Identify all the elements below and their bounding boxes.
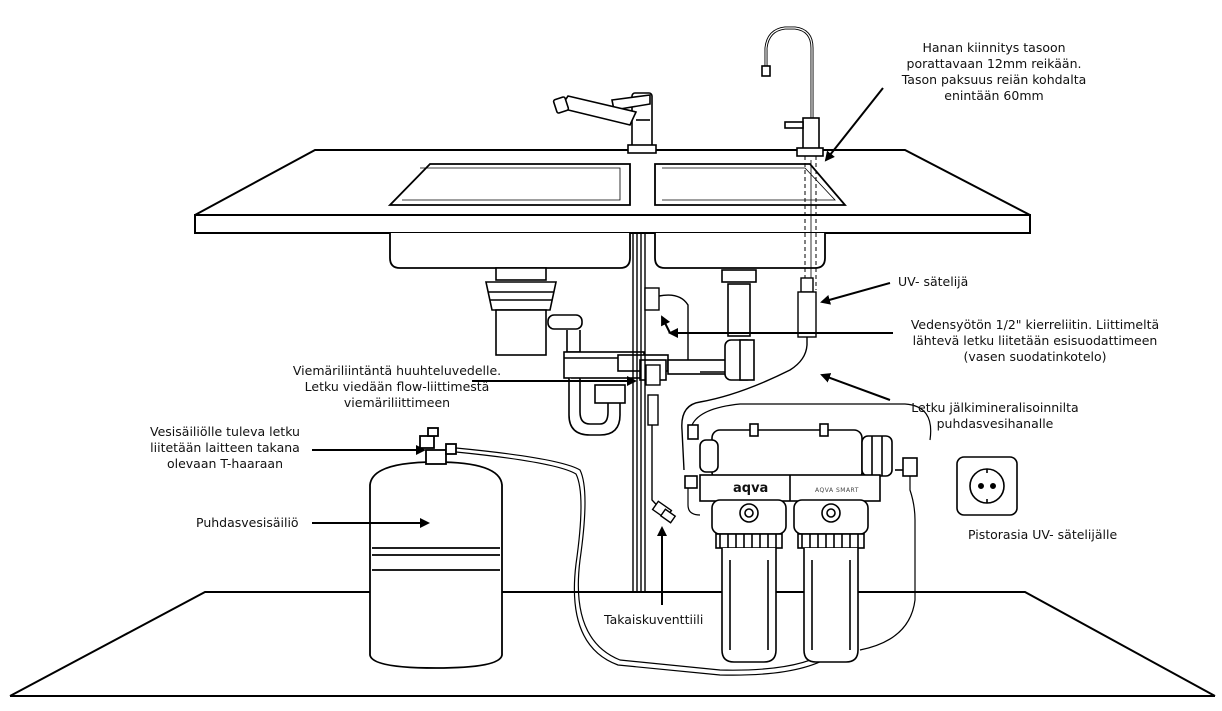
vertical-pipes	[632, 233, 646, 592]
label-remineralization-hose: Letku jälkimineralisoinnilta puhdasvesih…	[911, 400, 1079, 431]
arrow-remineral	[820, 373, 891, 401]
ro-unit	[684, 403, 932, 651]
pressure-tank	[369, 427, 835, 676]
filter-housing-right	[793, 499, 869, 663]
device-brand: aqva	[733, 481, 768, 496]
callout-arrows	[312, 87, 893, 605]
label-socket-uv: Pistorasia UV- sätelijälle	[968, 527, 1118, 542]
sink-bowls	[389, 233, 826, 269]
label-water-inlet: Vedensyötön 1/2" kierreliitin. Liittimel…	[910, 317, 1160, 364]
inlet-fitting	[644, 287, 689, 516]
kitchen-faucet	[552, 92, 657, 154]
label-check-valve: Takaiskuventtiili	[604, 612, 704, 627]
label-uv-sterilizer: UV- sätelijä	[898, 274, 969, 289]
filter-housing-left	[711, 499, 787, 663]
arrow-inlet-tail	[661, 315, 671, 334]
label-faucet-mount: Hanan kiinnitys tasoon porattavaan 12mm …	[901, 40, 1087, 103]
cabinet-floor	[9, 591, 1216, 697]
label-clean-water-tank: Puhdasvesisäiliö	[196, 515, 299, 530]
sink-basins	[387, 163, 847, 206]
clean-water-faucet	[761, 26, 824, 290]
arrow-faucet-mount	[824, 87, 884, 162]
power-socket-icon	[956, 456, 1018, 516]
uv-sterilizer	[681, 277, 817, 471]
arrow-uv	[820, 282, 891, 305]
check-valve	[651, 500, 677, 524]
label-tank-hose: Vesisäiliölle tuleva letku liitetään lai…	[150, 424, 300, 471]
device-model: AQVA SMART	[815, 487, 859, 494]
label-drain-connection: Viemäriliintäntä huuhteluvedelle. Letku …	[292, 363, 502, 410]
